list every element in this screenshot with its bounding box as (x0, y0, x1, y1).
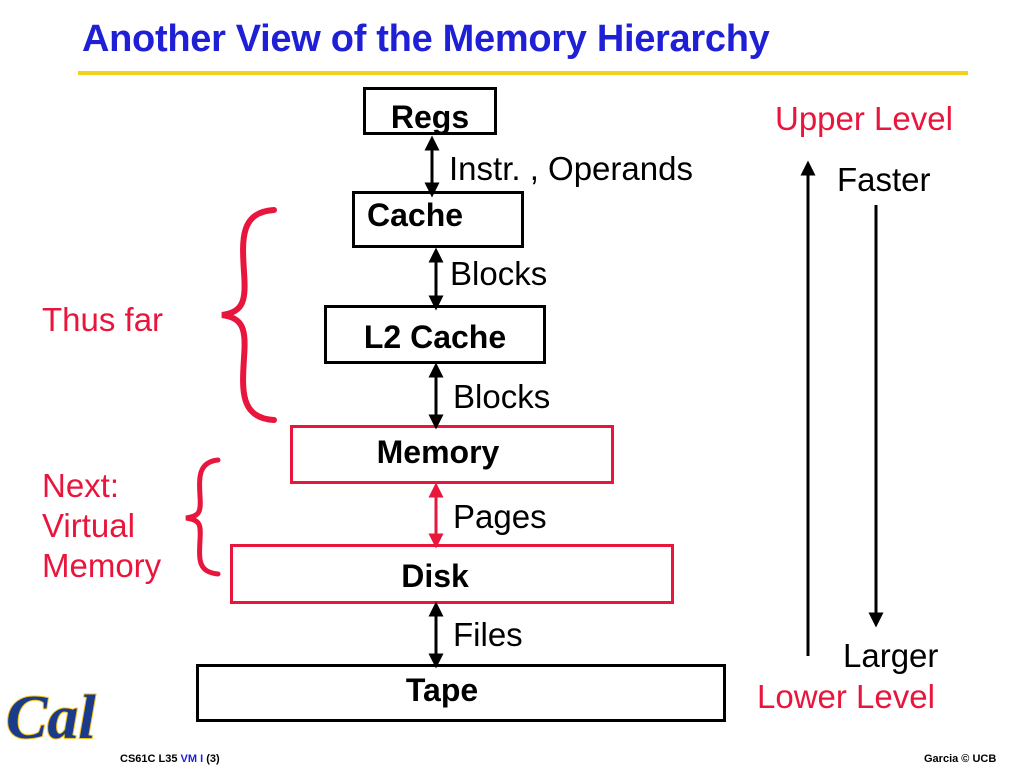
brace-thus-far (221, 207, 277, 423)
transfer-label-blocks-1: Blocks (450, 255, 548, 292)
transfer-label-pages: Pages (453, 498, 547, 535)
level-box-tape: Tape (196, 664, 726, 722)
level-box-memory: Memory (290, 425, 614, 484)
transfer-label-blocks-2: Blocks (453, 378, 551, 415)
footer-topic: VM I (180, 753, 204, 765)
next-label-line1: Next: (42, 467, 120, 504)
title-underline (78, 71, 968, 75)
upper-level-label: Upper Level (775, 100, 953, 137)
thus-far-label: Thus far (42, 301, 164, 338)
transfer-label-files: Files (453, 616, 523, 653)
level-box-disk: Disk (230, 544, 674, 604)
larger-label: Larger (843, 637, 939, 674)
next-label-line2: Virtual (42, 507, 135, 544)
footer-course-code: CS61C L35 (120, 753, 178, 765)
next-label-line3: Memory (42, 547, 162, 584)
footer-course: CS61C L35 VM I (3) (120, 753, 220, 765)
level-box-regs: Regs (363, 87, 497, 135)
slide-title: Another View of the Memory Hierarchy (82, 18, 770, 60)
footer-author: Garcia © UCB (924, 753, 997, 765)
brace-next (185, 457, 221, 577)
cal-logo: Cal (6, 684, 96, 752)
transfer-label-instr-operands: Instr. , Operands (449, 150, 693, 187)
faster-label: Faster (837, 161, 931, 198)
lower-level-label: Lower Level (757, 678, 935, 715)
footer-page: (3) (206, 753, 220, 765)
